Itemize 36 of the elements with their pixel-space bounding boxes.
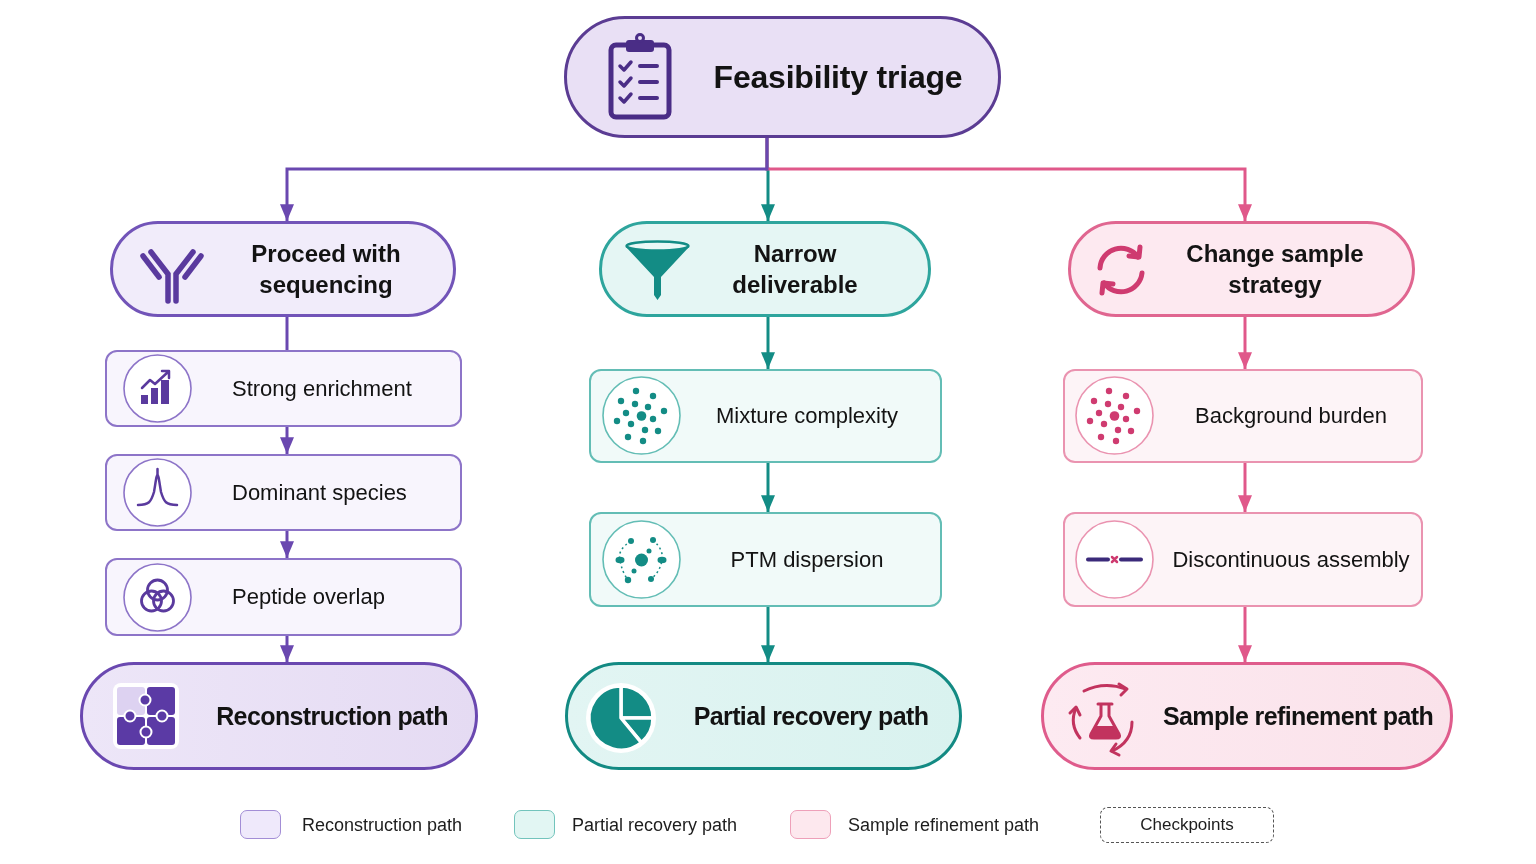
legend-label: Checkpoints <box>1140 814 1234 836</box>
arrow <box>280 531 294 558</box>
arrow <box>761 607 775 662</box>
node-label: Mixture complexity <box>715 403 899 429</box>
node-title: Partial recovery path <box>693 701 929 731</box>
arrow <box>1238 607 1252 662</box>
connector-line <box>285 317 289 350</box>
node-title: Reconstruction path <box>216 701 448 731</box>
checkpoint-box <box>105 558 462 636</box>
checkpoint-box <box>1063 369 1423 463</box>
node-title: Sample refinement path <box>1162 701 1434 731</box>
arrow <box>280 138 769 221</box>
checkpoint-box <box>1063 512 1423 607</box>
node-title: Change sample strategy <box>1185 239 1365 300</box>
checkpoint-box <box>105 454 462 531</box>
node-title: Feasibility triage <box>713 58 963 96</box>
arrow <box>280 636 294 662</box>
legend-label: Partial recovery path <box>572 814 738 836</box>
arrow <box>761 463 775 512</box>
node-label: Peptide overlap <box>232 584 385 610</box>
node-label: Background burden <box>1195 403 1387 429</box>
node-title: Narrow deliverable <box>731 239 859 300</box>
node-label: Dominant species <box>232 479 407 506</box>
checkpoint-box <box>105 350 462 427</box>
node-label: PTM dispersion <box>730 546 884 573</box>
arrow <box>761 317 775 369</box>
node-title: Proceed with sequencing <box>250 239 402 300</box>
legend-label: Reconstruction path <box>302 814 463 836</box>
arrow <box>280 427 294 454</box>
node-label: Strong enrichment <box>232 375 412 402</box>
checkpoint-box <box>589 512 942 607</box>
arrow <box>1238 463 1252 512</box>
node-label: Discontinuous assembly <box>1172 546 1410 573</box>
legend-label: Sample refinement path <box>848 814 1040 836</box>
arrow <box>1238 317 1252 369</box>
checkpoint-box <box>589 369 942 463</box>
